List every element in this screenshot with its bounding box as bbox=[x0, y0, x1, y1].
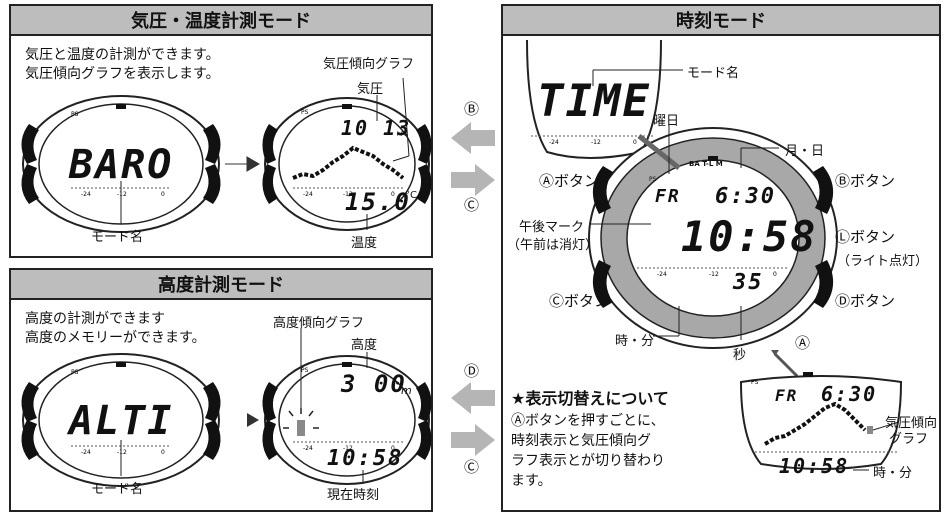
small-display-time: 10:58 bbox=[779, 454, 850, 478]
baro-watches-drawing: PS -24 -12 0 PS -24 -12 0 bbox=[21, 77, 432, 233]
alti-watches-drawing: PS -24 -12 0 PS -24 -12 0 bbox=[21, 328, 432, 487]
small-label-graph-2: グラフ bbox=[889, 432, 929, 447]
baro-label-graph: 気圧傾向グラフ bbox=[323, 57, 415, 72]
nav-b-label[interactable]: Ⓑ bbox=[464, 100, 480, 118]
baro-display-pressure: 10 13 bbox=[341, 116, 412, 140]
alti-label-time: 現在時刻 bbox=[327, 488, 380, 503]
svg-text:0: 0 bbox=[161, 191, 165, 198]
svg-text:-24: -24 bbox=[81, 191, 91, 198]
svg-text:-24: -24 bbox=[303, 445, 313, 452]
svg-text:-12: -12 bbox=[117, 449, 127, 456]
time-display-date: 6:30 bbox=[715, 184, 776, 209]
time-label-button-c[interactable]: Ⓒボタン bbox=[549, 292, 610, 310]
baro-desc-line1: 気圧と温度の計測ができます。 bbox=[25, 47, 220, 63]
svg-text:0: 0 bbox=[773, 271, 777, 278]
alti-label-altitude: 高度 bbox=[351, 338, 378, 353]
baro-display-mode: BARO bbox=[69, 142, 174, 188]
svg-text:-12: -12 bbox=[591, 139, 601, 146]
svg-text:PS: PS bbox=[71, 111, 79, 118]
time-label-mode-name: モード名 bbox=[687, 66, 740, 81]
alti-panel: 高度計測モード 高度の計測ができます 高度のメモリーができます。 PS -24 … bbox=[9, 268, 433, 512]
time-bezel-left: PS bbox=[649, 176, 657, 183]
switch-title: ★表示切替えについて bbox=[511, 389, 669, 408]
baro-right-watch: PS -24 -12 0 bbox=[262, 77, 432, 231]
switch-line4: ます。 bbox=[511, 473, 552, 489]
svg-text:-24: -24 bbox=[81, 449, 91, 456]
time-display-mode: TIME bbox=[537, 76, 651, 127]
baro-label-pressure: 気圧 bbox=[357, 82, 384, 97]
time-label-hour-min: 時・分 bbox=[615, 334, 655, 349]
alti-display-time: 10:58 bbox=[327, 446, 404, 471]
svg-text:-12: -12 bbox=[709, 271, 719, 278]
time-label-weekday: 曜日 bbox=[653, 114, 680, 129]
time-label-button-a[interactable]: Ⓐボタン bbox=[539, 172, 600, 190]
time-panel-title: 時刻モード bbox=[503, 6, 939, 36]
alti-label-mode-name: モード名 bbox=[91, 482, 144, 497]
time-watch-drawing: -24 -12 0 -24 -12 0 PS bbox=[526, 39, 903, 471]
arrow-right-c bbox=[451, 164, 495, 196]
small-label-graph-1: 気圧傾向 bbox=[885, 416, 938, 431]
time-display-day: FR bbox=[655, 186, 681, 207]
alti-right-watch: PS -24 -12 0 bbox=[262, 328, 432, 485]
alti-desc-line2: 高度のメモリーができます。 bbox=[25, 330, 206, 346]
svg-text:-12: -12 bbox=[343, 191, 353, 198]
baro-pressure-unit: hPa bbox=[397, 131, 408, 138]
svg-text:0: 0 bbox=[391, 191, 395, 198]
time-label-light: （ライト点灯） bbox=[837, 254, 929, 269]
svg-text:-24: -24 bbox=[549, 139, 559, 146]
baro-label-temp: 温度 bbox=[351, 236, 378, 251]
svg-text:-24: -24 bbox=[303, 191, 313, 198]
alti-display-altitude: 3 00 bbox=[341, 370, 407, 398]
time-label-am-off: （午前は消灯） bbox=[507, 238, 599, 253]
small-display-day: FR bbox=[775, 386, 799, 405]
baro-temp-unit: °C bbox=[405, 190, 417, 201]
arrow-left-b bbox=[451, 122, 495, 154]
svg-text:PS: PS bbox=[301, 109, 309, 116]
arrow-right-c2 bbox=[451, 424, 495, 456]
time-display-seconds: 35 bbox=[733, 270, 764, 295]
baro-desc-line2: 気圧傾向グラフを表示します。 bbox=[25, 66, 220, 82]
arrow-left-d bbox=[451, 382, 495, 414]
svg-text:0: 0 bbox=[391, 445, 395, 452]
baro-display-temp: 15.0 bbox=[345, 188, 411, 216]
alti-panel-title: 高度計測モード bbox=[11, 270, 431, 300]
switch-line1: Ⓐボタンを押すごとに、 bbox=[511, 413, 665, 429]
time-label-button-d[interactable]: Ⓓボタン bbox=[835, 292, 896, 310]
time-label-button-b[interactable]: Ⓑボタン bbox=[835, 172, 896, 190]
alti-label-graph: 高度傾向グラフ bbox=[273, 316, 365, 331]
nav-c-label-top[interactable]: Ⓒ bbox=[464, 196, 480, 214]
alti-desc-line1: 高度の計測ができます bbox=[25, 311, 165, 327]
svg-text:-24: -24 bbox=[657, 271, 667, 278]
small-display-date: 6:30 bbox=[821, 382, 878, 406]
switch-line2: 時刻表示と気圧傾向グ bbox=[511, 433, 651, 449]
time-bezel-top: BA T-L M bbox=[689, 160, 723, 168]
time-label-button-l[interactable]: Ⓛボタン bbox=[835, 228, 896, 246]
small-label-hour-min: 時・分 bbox=[873, 466, 913, 481]
svg-text:0: 0 bbox=[161, 449, 165, 456]
alti-altitude-unit: m bbox=[401, 384, 412, 397]
alti-display-mode: ALTI bbox=[69, 398, 174, 444]
svg-text:PS: PS bbox=[751, 379, 759, 386]
baro-panel-title: 気圧・温度計測モード bbox=[11, 6, 431, 36]
svg-text:0: 0 bbox=[633, 139, 637, 146]
svg-text:PS: PS bbox=[71, 369, 79, 376]
time-label-pm-mark: 午後マーク bbox=[519, 220, 585, 235]
baro-left-watch: PS -24 -12 0 bbox=[21, 95, 221, 233]
time-label-month-day: 月・日 bbox=[785, 144, 825, 159]
nav-d-label[interactable]: Ⓓ bbox=[464, 362, 480, 380]
time-label-a-circle[interactable]: Ⓐ bbox=[795, 334, 811, 352]
svg-text:PS: PS bbox=[301, 367, 309, 374]
alti-left-watch: PS -24 -12 0 bbox=[21, 353, 221, 487]
svg-text:-12: -12 bbox=[343, 445, 353, 452]
time-panel: 時刻モード -24 -12 0 -24 -12 0 bbox=[501, 4, 941, 512]
time-display-time: 10:58 bbox=[681, 212, 818, 261]
baro-panel: 気圧・温度計測モード 気圧と温度の計測ができます。 気圧傾向グラフを表示します。… bbox=[9, 4, 433, 258]
time-label-seconds: 秒 bbox=[733, 348, 747, 363]
nav-c-label-bottom[interactable]: Ⓒ bbox=[464, 458, 480, 476]
svg-text:-12: -12 bbox=[117, 191, 127, 198]
switch-line3: ラフ表示とが切り替わり bbox=[511, 453, 665, 469]
baro-label-mode-name: モード名 bbox=[91, 230, 144, 245]
